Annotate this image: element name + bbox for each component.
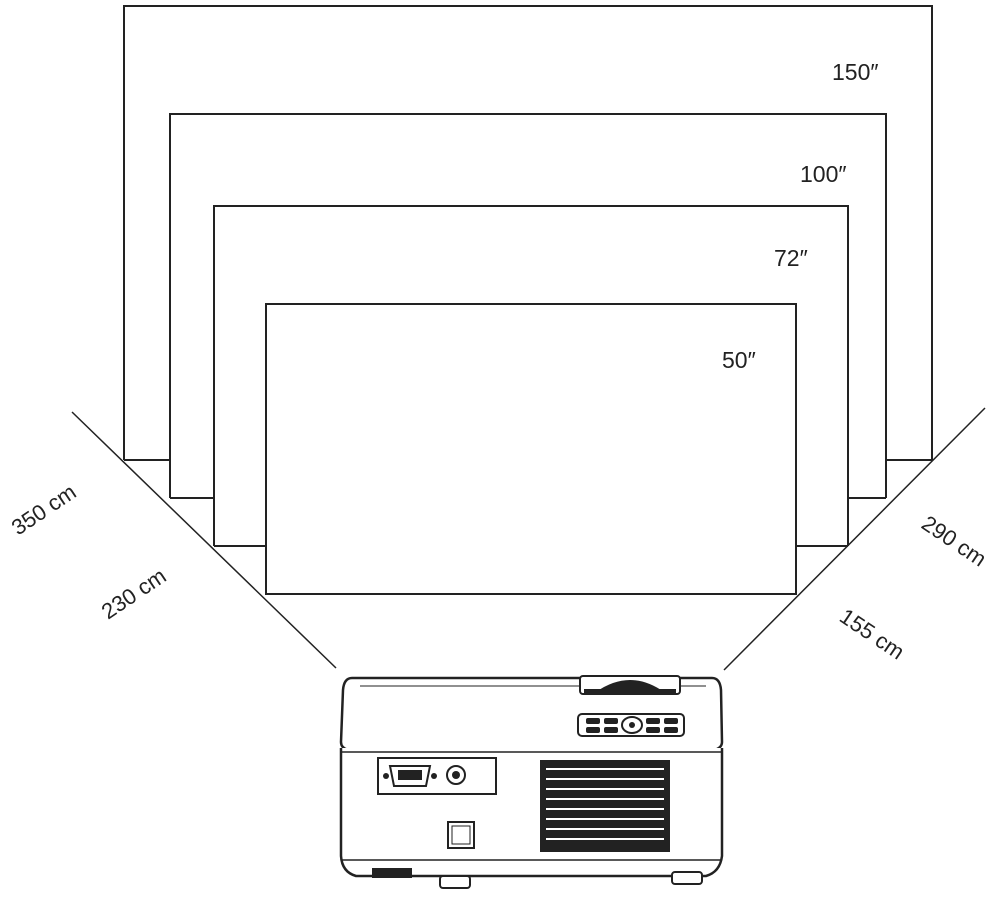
distance-right-inner: 155 cm [835, 603, 909, 664]
screen-72-outline [213, 205, 849, 546]
vga-port-icon [383, 765, 437, 787]
screen-72: 72″ [213, 205, 849, 547]
screen-150-outline [123, 5, 933, 460]
control-panel-icon [577, 713, 685, 737]
screen-100: 100″ [169, 113, 887, 499]
projector-foot-left [372, 868, 412, 878]
projector-foot-right [671, 871, 703, 885]
screen-150: 150″ [123, 5, 933, 461]
lens-icon [579, 675, 681, 695]
screen-72-label: 72″ [774, 245, 808, 271]
right-projection-line [723, 407, 986, 671]
power-port-icon [447, 821, 475, 849]
left-projection-line [71, 411, 337, 669]
distance-left-inner: 230 cm [97, 563, 171, 624]
projector-foot-center [439, 875, 471, 889]
distance-right-outer: 290 cm [917, 510, 991, 571]
screen-50: 50″ [265, 303, 797, 595]
av-port-icon [446, 765, 466, 785]
screen-100-outline [169, 113, 887, 498]
screen-50-label: 50″ [722, 347, 756, 373]
vent-grille-icon [540, 760, 670, 852]
screen-100-label: 100″ [800, 161, 847, 187]
screen-150-label: 150″ [832, 59, 879, 85]
distance-left-outer: 350 cm [7, 479, 81, 540]
projector-icon [339, 675, 724, 889]
screen-50-outline [265, 303, 797, 595]
